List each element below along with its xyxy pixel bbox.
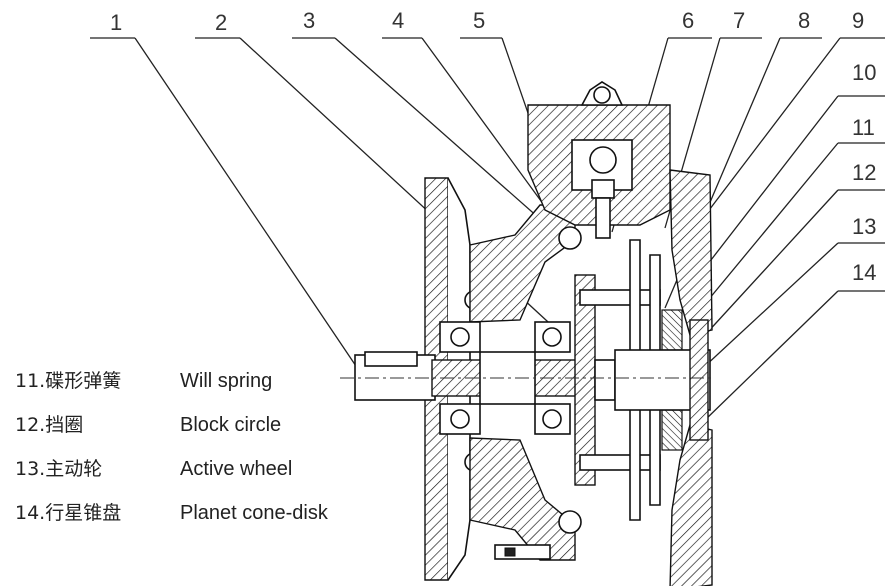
callout-10: 10 xyxy=(852,60,876,85)
housing-upper-left xyxy=(469,204,576,323)
legend-english-12: Block circle xyxy=(180,414,281,436)
callout-2: 2 xyxy=(215,10,227,35)
callout-9: 9 xyxy=(852,8,864,33)
steel-ball-bottom xyxy=(558,510,582,534)
legend-english-14: Planet cone-disk xyxy=(180,502,329,524)
callout-3: 3 xyxy=(303,8,315,33)
legend-english-11: Will spring xyxy=(180,370,272,392)
reducer-cross-section xyxy=(340,81,715,586)
callout-8: 8 xyxy=(798,8,810,33)
callout-5: 5 xyxy=(473,8,485,33)
legend-label-12: 12.挡圈 xyxy=(15,414,83,436)
legend-label-13: 13.主动轮 xyxy=(15,458,102,480)
callout-11: 11 xyxy=(852,115,875,140)
callout-13: 13 xyxy=(852,214,876,239)
legend-english-13: Active wheel xyxy=(180,458,292,480)
callout-6: 6 xyxy=(682,8,694,33)
callout-12: 12 xyxy=(852,160,876,185)
legend-label-11: 11.碟形弹簧 xyxy=(15,370,121,392)
callout-14: 14 xyxy=(852,260,876,285)
legend: 11.碟形弹簧 Will spring 12.挡圈 Block circle 1… xyxy=(15,370,329,524)
callout-1: 1 xyxy=(110,10,122,35)
steel-ball-top xyxy=(558,226,582,250)
legend-label-14: 14.行星锥盘 xyxy=(15,502,121,524)
callout-4: 4 xyxy=(392,8,404,33)
callout-7: 7 xyxy=(733,8,745,33)
housing-lower-left xyxy=(469,437,576,561)
